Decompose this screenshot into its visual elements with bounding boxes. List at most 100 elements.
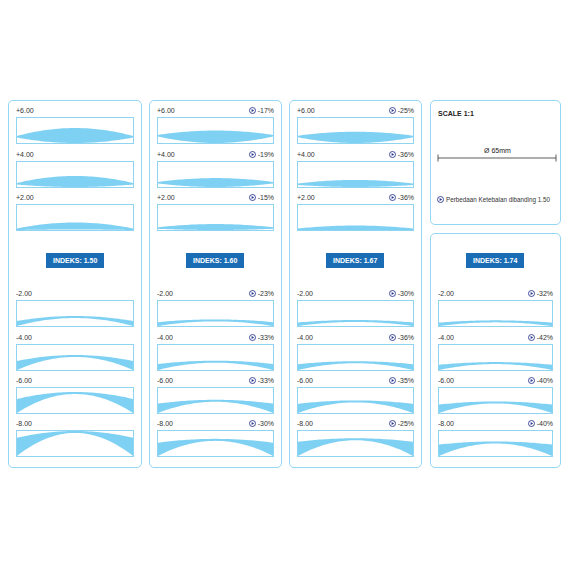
- index-badge: INDEKS: 1.50: [46, 253, 104, 268]
- lens-row: +6.00: [16, 105, 134, 144]
- thickness-reduction: -32%: [537, 289, 553, 298]
- lens-profile: [157, 387, 274, 414]
- lens-shape: [439, 320, 552, 326]
- power-label: -8.00: [16, 419, 32, 428]
- lens-profile: [438, 344, 553, 371]
- power-label: +4.00: [16, 150, 34, 159]
- lens-row: -4.00-33%: [157, 332, 274, 371]
- play-circle-icon: [249, 194, 256, 201]
- lens-shape: [298, 226, 413, 231]
- row-header: -8.00-25%: [297, 418, 414, 429]
- lens-profile: [297, 387, 414, 414]
- lens-frame: [17, 301, 134, 327]
- play-circle-icon: [389, 334, 396, 341]
- power-label: -6.00: [16, 376, 32, 385]
- lens-frame: [17, 345, 134, 371]
- reduction-group: -32%: [528, 289, 553, 298]
- lens-row: -6.00 -35%: [297, 375, 414, 414]
- lens-profile: [16, 117, 134, 144]
- lens-row: -6.00-33%: [157, 375, 274, 414]
- reduction-group: -33%: [249, 333, 274, 342]
- lens-shape: [158, 319, 273, 326]
- row-header: +6.00-17%: [157, 105, 274, 116]
- play-circle-icon: [389, 377, 396, 384]
- power-label: -4.00: [297, 333, 313, 342]
- lens-frame: [17, 118, 134, 144]
- lens-profile: [297, 117, 414, 144]
- dimension-label: Ø 65mm: [484, 146, 511, 155]
- lens-profile: [16, 204, 134, 231]
- lens-row: +2.00: [16, 192, 134, 231]
- power-label: +4.00: [157, 150, 175, 159]
- lens-shape: [158, 131, 273, 143]
- row-header: -4.00: [16, 332, 134, 343]
- row-header: -8.00-40%: [438, 418, 553, 429]
- power-label: -6.00: [297, 376, 313, 385]
- lens-row: +4.00 -19%: [157, 149, 274, 188]
- lens-shape: [17, 316, 133, 326]
- thickness-reduction: -35%: [398, 376, 414, 385]
- thickness-reduction: -33%: [258, 333, 274, 342]
- play-circle-icon: [528, 420, 535, 427]
- play-circle-icon: [528, 334, 535, 341]
- row-header: -2.00-23%: [157, 288, 274, 299]
- lens-profile: [157, 161, 274, 188]
- thickness-reduction: -33%: [258, 376, 274, 385]
- power-label: +6.00: [16, 106, 34, 115]
- lens-frame: [298, 205, 414, 231]
- lens-shape: [298, 320, 413, 326]
- lens-frame: [298, 162, 414, 188]
- index-badge: INDEKS: 1.67: [326, 253, 384, 268]
- lens-row: +2.00-36%: [297, 192, 414, 231]
- lens-shape: [158, 400, 273, 413]
- index-panel: INDEKS: 1.60+6.00-17%+4.00-19%+2.00-15%-…: [149, 100, 282, 468]
- lens-frame: [17, 388, 134, 414]
- row-header: +4.00: [16, 149, 134, 160]
- power-label: -4.00: [438, 333, 454, 342]
- power-label: -4.00: [16, 333, 32, 342]
- dimension-line: [438, 155, 556, 162]
- lens-profile: [438, 430, 553, 457]
- index-panel: INDEKS: 1.74-2.00-32%-4.00-42%-6.00-40%-…: [430, 233, 561, 468]
- lens-shape: [17, 392, 133, 413]
- lens-shape: [439, 401, 552, 413]
- lens-profile: [438, 387, 553, 414]
- lens-row: -8.00-40%: [438, 418, 553, 457]
- lens-frame: [158, 345, 274, 371]
- play-circle-icon: [249, 420, 256, 427]
- lens-shape: [17, 128, 133, 143]
- lens-shape: [158, 178, 273, 187]
- lens-profile: [438, 300, 553, 327]
- lens-row: +4.00: [16, 149, 134, 188]
- thickness-reduction: -36%: [398, 333, 414, 342]
- play-circle-icon: [389, 420, 396, 427]
- thickness-reduction: -30%: [398, 289, 414, 298]
- lens-shape: [158, 224, 273, 230]
- lens-row: +6.00-17%: [157, 105, 274, 144]
- row-header: -2.00-30%: [297, 288, 414, 299]
- lens-row: -2.00-30%: [297, 288, 414, 327]
- row-header: -2.00-32%: [438, 288, 553, 299]
- lens-profile: [157, 117, 274, 144]
- lens-profile: [297, 430, 414, 457]
- reduction-group: -35%: [389, 376, 414, 385]
- thickness-reduction: -19%: [258, 150, 274, 159]
- lens-shape: [298, 438, 413, 456]
- lens-shape: [158, 439, 273, 456]
- lens-row: -2.00-23%: [157, 288, 274, 327]
- lens-frame: [158, 388, 274, 414]
- power-label: -6.00: [438, 376, 454, 385]
- lens-frame: [439, 431, 553, 457]
- lens-shape: [158, 361, 273, 370]
- row-header: +2.00-36%: [297, 192, 414, 203]
- reduction-group: -30%: [249, 419, 274, 428]
- lens-profile: [297, 300, 414, 327]
- lens-frame: [298, 345, 414, 371]
- play-circle-icon: [528, 290, 535, 297]
- lens-shape: [17, 355, 133, 370]
- power-label: +2.00: [16, 193, 34, 202]
- lens-row: -8.00: [16, 418, 134, 457]
- lens-shape: [17, 176, 133, 187]
- reduction-group: -25%: [389, 106, 414, 115]
- row-header: +6.00: [16, 105, 134, 116]
